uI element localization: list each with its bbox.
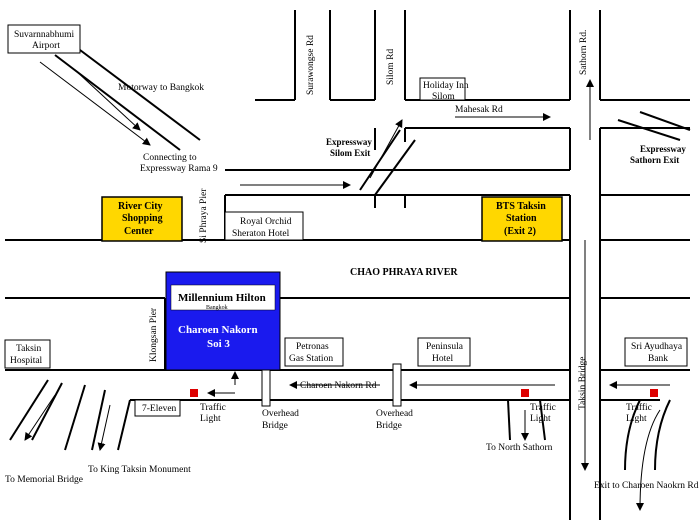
expressway-sathorn — [617, 111, 691, 141]
petronas-label-1: Petronas — [296, 342, 329, 352]
traffic-light-2-b: Light — [530, 414, 551, 424]
traffic-light-icon — [650, 389, 658, 397]
bts-label-1: BTS Taksin — [496, 201, 546, 212]
mahesak-label: Mahesak Rd — [455, 105, 503, 115]
charoen-rd-label: Charoen Nakorn Rd — [300, 381, 377, 391]
sri-ayudhaya-label-1: Sri Ayudhaya — [631, 342, 683, 352]
peninsula-label-1: Peninsula — [426, 342, 464, 352]
royal-orchid-label-1: Royal Orchid — [240, 217, 292, 227]
connecting-label-2: Expressway Rama 9 — [140, 164, 218, 174]
overhead-1-b: Bridge — [262, 421, 288, 431]
overhead-1-a: Overhead — [262, 409, 299, 419]
hotel-city: Bangkok — [206, 305, 228, 311]
peninsula-label-2: Hotel — [432, 354, 453, 364]
river-city-label-2: Shopping — [122, 213, 163, 224]
traffic-light-1-b: Light — [200, 414, 221, 424]
hospital-label-2: Hospital — [10, 356, 43, 366]
sri-ayudhaya-label-2: Bank — [648, 354, 668, 364]
hotel-logo — [170, 284, 276, 311]
overhead-2-a: Overhead — [376, 409, 413, 419]
traffic-light-3-a: Traffic — [626, 402, 652, 413]
sathorn-rd-label: Sathorn Rd. — [579, 30, 589, 75]
river-city-box — [101, 196, 183, 242]
airport-label-1: Suvarnnabhumi — [14, 30, 75, 40]
holiday-inn-label-1: Holiday Inn — [423, 81, 469, 91]
river-city-label-1: River City — [118, 201, 163, 212]
petronas-label-2: Gas Station — [289, 354, 333, 364]
motorway-lines — [39, 49, 201, 151]
bts-label-3: (Exit 2) — [504, 226, 536, 237]
river-city-label-3: Center — [124, 226, 154, 237]
royal-orchid-label-2: Sheraton Hotel — [232, 229, 290, 239]
hospital-label-1: Taksin — [16, 344, 41, 354]
traffic-light-3-b: Light — [626, 414, 647, 424]
to-north-sathorn-label: To North Sathorn — [486, 443, 553, 453]
exp-silom-label-1: Expressway — [326, 137, 372, 147]
si-phraya-label: Si Phraya Pier — [199, 188, 209, 243]
exit-charoen-label: Exit to Charoen Naokrn Rd — [594, 481, 699, 491]
airport-label-2: Airport — [32, 41, 60, 51]
connecting-label-1: Connecting to — [143, 153, 197, 163]
traffic-light-icon — [190, 389, 198, 397]
exp-silom-label-2: Silom Exit — [330, 148, 370, 158]
traffic-light-1-a: Traffic — [200, 402, 226, 413]
expressway-silom — [359, 119, 416, 196]
to-memorial-label: To Memorial Bridge — [5, 475, 83, 485]
exp-sathorn-label-2: Sathorn Exit — [630, 155, 679, 165]
traffic-light-icon — [521, 389, 529, 397]
seven-eleven-label: 7-Eleven — [142, 404, 177, 414]
traffic-light-2-a: Traffic — [530, 402, 556, 413]
lower-roads — [5, 195, 690, 520]
overhead-bridge-2 — [392, 363, 402, 407]
river-label: CHAO PHRAYA RIVER — [350, 267, 458, 278]
overhead-2-b: Bridge — [376, 421, 402, 431]
bts-label-2: Station — [506, 213, 537, 224]
bts-box — [481, 196, 563, 242]
exp-sathorn-label-1: Expressway — [640, 144, 686, 154]
hotel-soi-1: Charoen Nakorn — [178, 324, 258, 336]
motorway-label: Motorway to Bangkok — [118, 83, 204, 93]
silom-rd-label: Silom Rd — [386, 49, 396, 85]
surawongse-label: Surawongse Rd — [306, 35, 316, 95]
taksin-bridge-label: Taksin Bridge — [578, 357, 588, 410]
to-king-taksin-label: To King Taksin Monument — [88, 465, 191, 475]
hotel-brand: Millennium Hilton — [178, 292, 266, 304]
hotel-soi-2: Soi 3 — [207, 338, 230, 350]
holiday-inn-label-2: Silom — [432, 92, 455, 102]
klongsan-label: Klongsan Pier — [149, 307, 159, 362]
